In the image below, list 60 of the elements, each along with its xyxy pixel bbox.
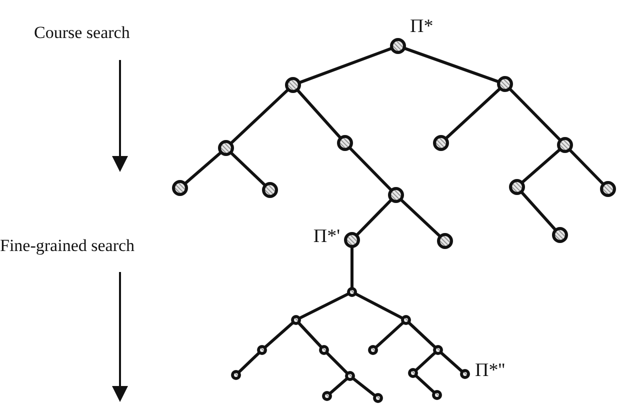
tree-edge — [400, 198, 441, 238]
tree-edge — [296, 89, 342, 139]
tree-node-circle — [262, 182, 278, 198]
tree-edge — [352, 377, 376, 397]
tree-node-circle — [218, 140, 234, 156]
tree-node-circle — [347, 287, 357, 297]
tree-edge — [404, 46, 499, 84]
tree-edge — [348, 146, 392, 192]
tree-edge — [299, 47, 392, 84]
tree-edge — [184, 151, 222, 185]
tree-node-circle — [257, 345, 267, 355]
tree-node-circle — [437, 233, 453, 249]
tree-edge — [414, 352, 436, 372]
tree-node-circle — [552, 227, 568, 243]
node-caption: Π*' — [313, 226, 340, 248]
tree-node-circle — [368, 345, 378, 355]
node-caption: Π* — [410, 16, 434, 38]
tree-node-circle — [373, 393, 383, 403]
tree-node-circle — [460, 369, 470, 379]
tree-node-circle — [408, 368, 418, 378]
tree-edge — [508, 88, 562, 142]
tree-edge — [230, 88, 289, 144]
tree-node-circle — [291, 315, 301, 325]
tree-node-circle — [390, 38, 406, 54]
tree-edge — [329, 378, 348, 394]
tree-edge — [354, 292, 404, 320]
tree-edge — [568, 148, 604, 186]
tree-node-circle — [509, 179, 525, 195]
tree-edge — [350, 247, 354, 288]
tree-node-circle — [319, 345, 329, 355]
tree-node-circle — [172, 180, 188, 196]
tree-edge — [264, 322, 294, 348]
tree-node-circle — [388, 187, 404, 203]
tree-node-circle — [231, 370, 241, 380]
tree-edge — [374, 322, 404, 348]
tree-node-circle — [600, 181, 616, 197]
tree-node-circle — [285, 77, 301, 93]
tree-edge — [356, 198, 392, 236]
tree-node-circle — [401, 315, 411, 325]
tree-node-circle — [433, 135, 449, 151]
tree-edge — [298, 292, 350, 320]
tree-edge — [520, 191, 556, 231]
tree-edge — [521, 148, 561, 184]
stage-label: Fine-grained search — [0, 236, 135, 256]
tree-edge — [445, 88, 501, 140]
tree-edge — [440, 352, 463, 372]
tree-edge — [298, 322, 322, 348]
node-caption: Π*'' — [475, 360, 506, 382]
tree-node-circle — [337, 135, 353, 151]
tree-node-circle — [557, 137, 573, 153]
tree-edge — [414, 374, 436, 394]
tree-edge — [238, 352, 260, 374]
tree-node-circle — [344, 232, 360, 248]
tree-edge — [408, 322, 436, 348]
tree-edge — [230, 152, 266, 186]
stage-label: Course search — [34, 23, 130, 43]
tree-edge — [326, 352, 348, 374]
tree-node-circle — [432, 390, 442, 400]
tree-node-circle — [497, 76, 513, 92]
tree-node-circle — [322, 391, 332, 401]
